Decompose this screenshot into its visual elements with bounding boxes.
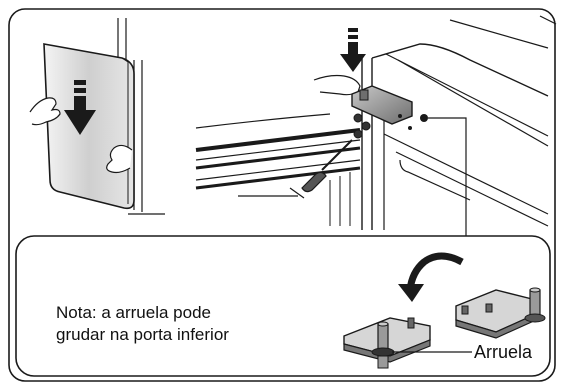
down-arrow-icon: [64, 80, 96, 135]
door-illustration: [29, 18, 165, 215]
hinge-icon: [351, 85, 413, 130]
hand-icon: [29, 97, 61, 126]
hinge-icon: [343, 317, 431, 363]
note-line-1: Nota: a arruela pode: [56, 303, 211, 322]
hinge-detail-illustration: [195, 15, 557, 240]
note-text: Nota: a arruela pode grudar na porta inf…: [56, 302, 229, 346]
down-arrow-icon: [340, 28, 366, 72]
hand-icon: [106, 144, 133, 174]
hinge-icon: [455, 287, 546, 339]
screwdriver-icon: [301, 139, 353, 193]
washer-label: Arruela: [474, 342, 533, 362]
note-line-2: grudar na porta inferior: [56, 325, 229, 344]
hand-icon: [313, 74, 361, 96]
curved-arrow-icon: [398, 252, 464, 302]
